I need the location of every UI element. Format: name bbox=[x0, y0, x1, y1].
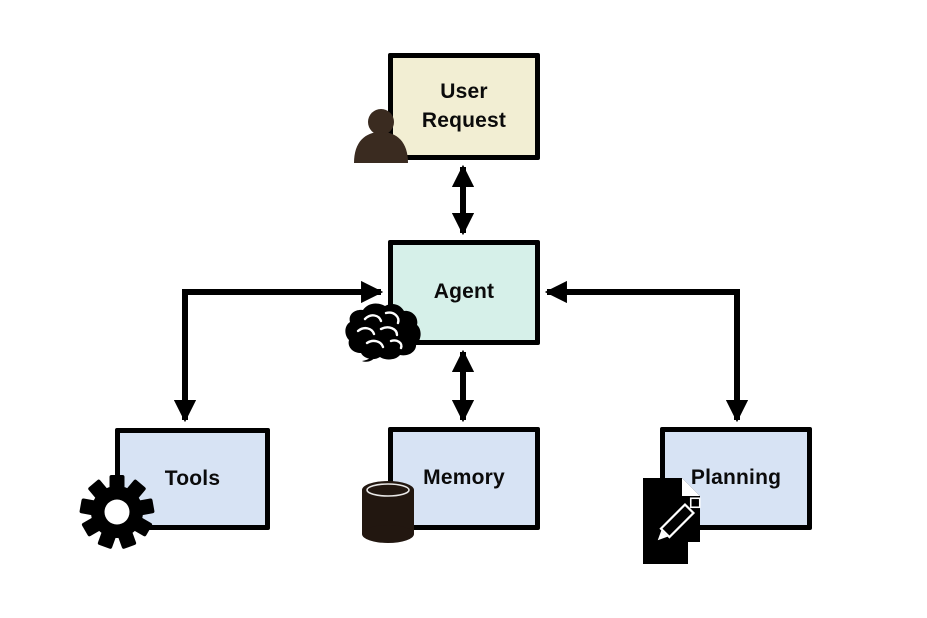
memory-label: Memory bbox=[423, 466, 505, 490]
document-pencil-icon bbox=[643, 478, 701, 564]
person-icon bbox=[354, 109, 408, 163]
gear-icon bbox=[79, 475, 155, 549]
agent-label: Agent bbox=[433, 280, 495, 304]
database-icon bbox=[362, 481, 414, 543]
tools-label: Tools bbox=[164, 466, 221, 490]
node-user-request: User Request bbox=[388, 53, 540, 160]
planning-label: Planning bbox=[690, 466, 782, 490]
edge-agent-tools bbox=[173, 280, 384, 423]
user-request-label: User Request bbox=[421, 80, 507, 132]
brain-icon bbox=[345, 303, 421, 362]
edge-agent-planning bbox=[544, 280, 749, 423]
